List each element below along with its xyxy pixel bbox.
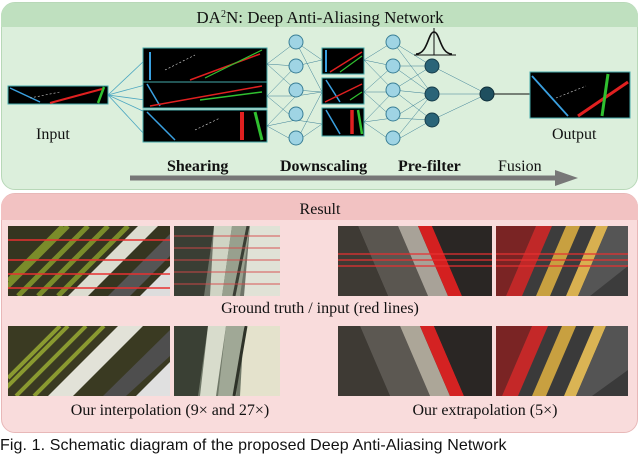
shear-net-nodes: [288, 34, 304, 146]
downscaled-epi-stack: [321, 47, 365, 137]
ground-truth-thumbnail-4: [496, 226, 628, 296]
result-title: Result: [299, 201, 341, 218]
filter-net-nodes: [385, 34, 401, 146]
prefilter-nodes: [424, 58, 440, 128]
network-title-bar: [1, 3, 638, 27]
title-suffix: N: Deep Anti-Aliasing Network: [225, 8, 444, 27]
output-epi-image: [529, 71, 631, 119]
caption-extrapolation: Our extrapolation (5×): [412, 402, 558, 419]
figure-caption: Fig. 1. Schematic diagram of the propose…: [0, 437, 507, 454]
shear-fan-lines: [107, 59, 146, 136]
network-title: DA2N: Deep Anti-Aliasing Network: [0, 5, 640, 28]
downscaling-label: Downscaling: [280, 158, 368, 175]
ground-truth-thumbnail-1: [8, 226, 170, 296]
shearing-label: Shearing: [167, 158, 229, 175]
output-label: Output: [552, 126, 597, 143]
result-title-bar: [1, 194, 638, 220]
title-prefix: DA: [196, 8, 221, 27]
ground-truth-thumbnail-2: [174, 226, 280, 296]
input-label: Input: [36, 126, 70, 143]
interpolation-thumbnail-2: [174, 326, 280, 396]
caption-ground-truth: Ground truth / input (red lines): [221, 300, 419, 317]
network-diagram: [7, 28, 631, 186]
gaussian-filter-icon: [414, 28, 456, 56]
input-epi-image: [7, 85, 109, 105]
caption-interpolation: Our interpolation (9× and 27×): [70, 402, 270, 419]
extrapolation-thumbnail-2: [496, 326, 628, 396]
fusion-node: [479, 86, 530, 102]
pipeline-arrow: [130, 170, 578, 186]
extrapolation-thumbnail-1: [338, 326, 492, 396]
fusion-label: Fusion: [498, 158, 542, 175]
sheared-epi-stack: [142, 47, 268, 143]
ground-truth-thumbnail-3: [338, 226, 492, 296]
title-superscript: 2: [220, 9, 226, 20]
prefilter-label: Pre-filter: [398, 158, 461, 175]
interpolation-thumbnail-1: [8, 326, 170, 396]
